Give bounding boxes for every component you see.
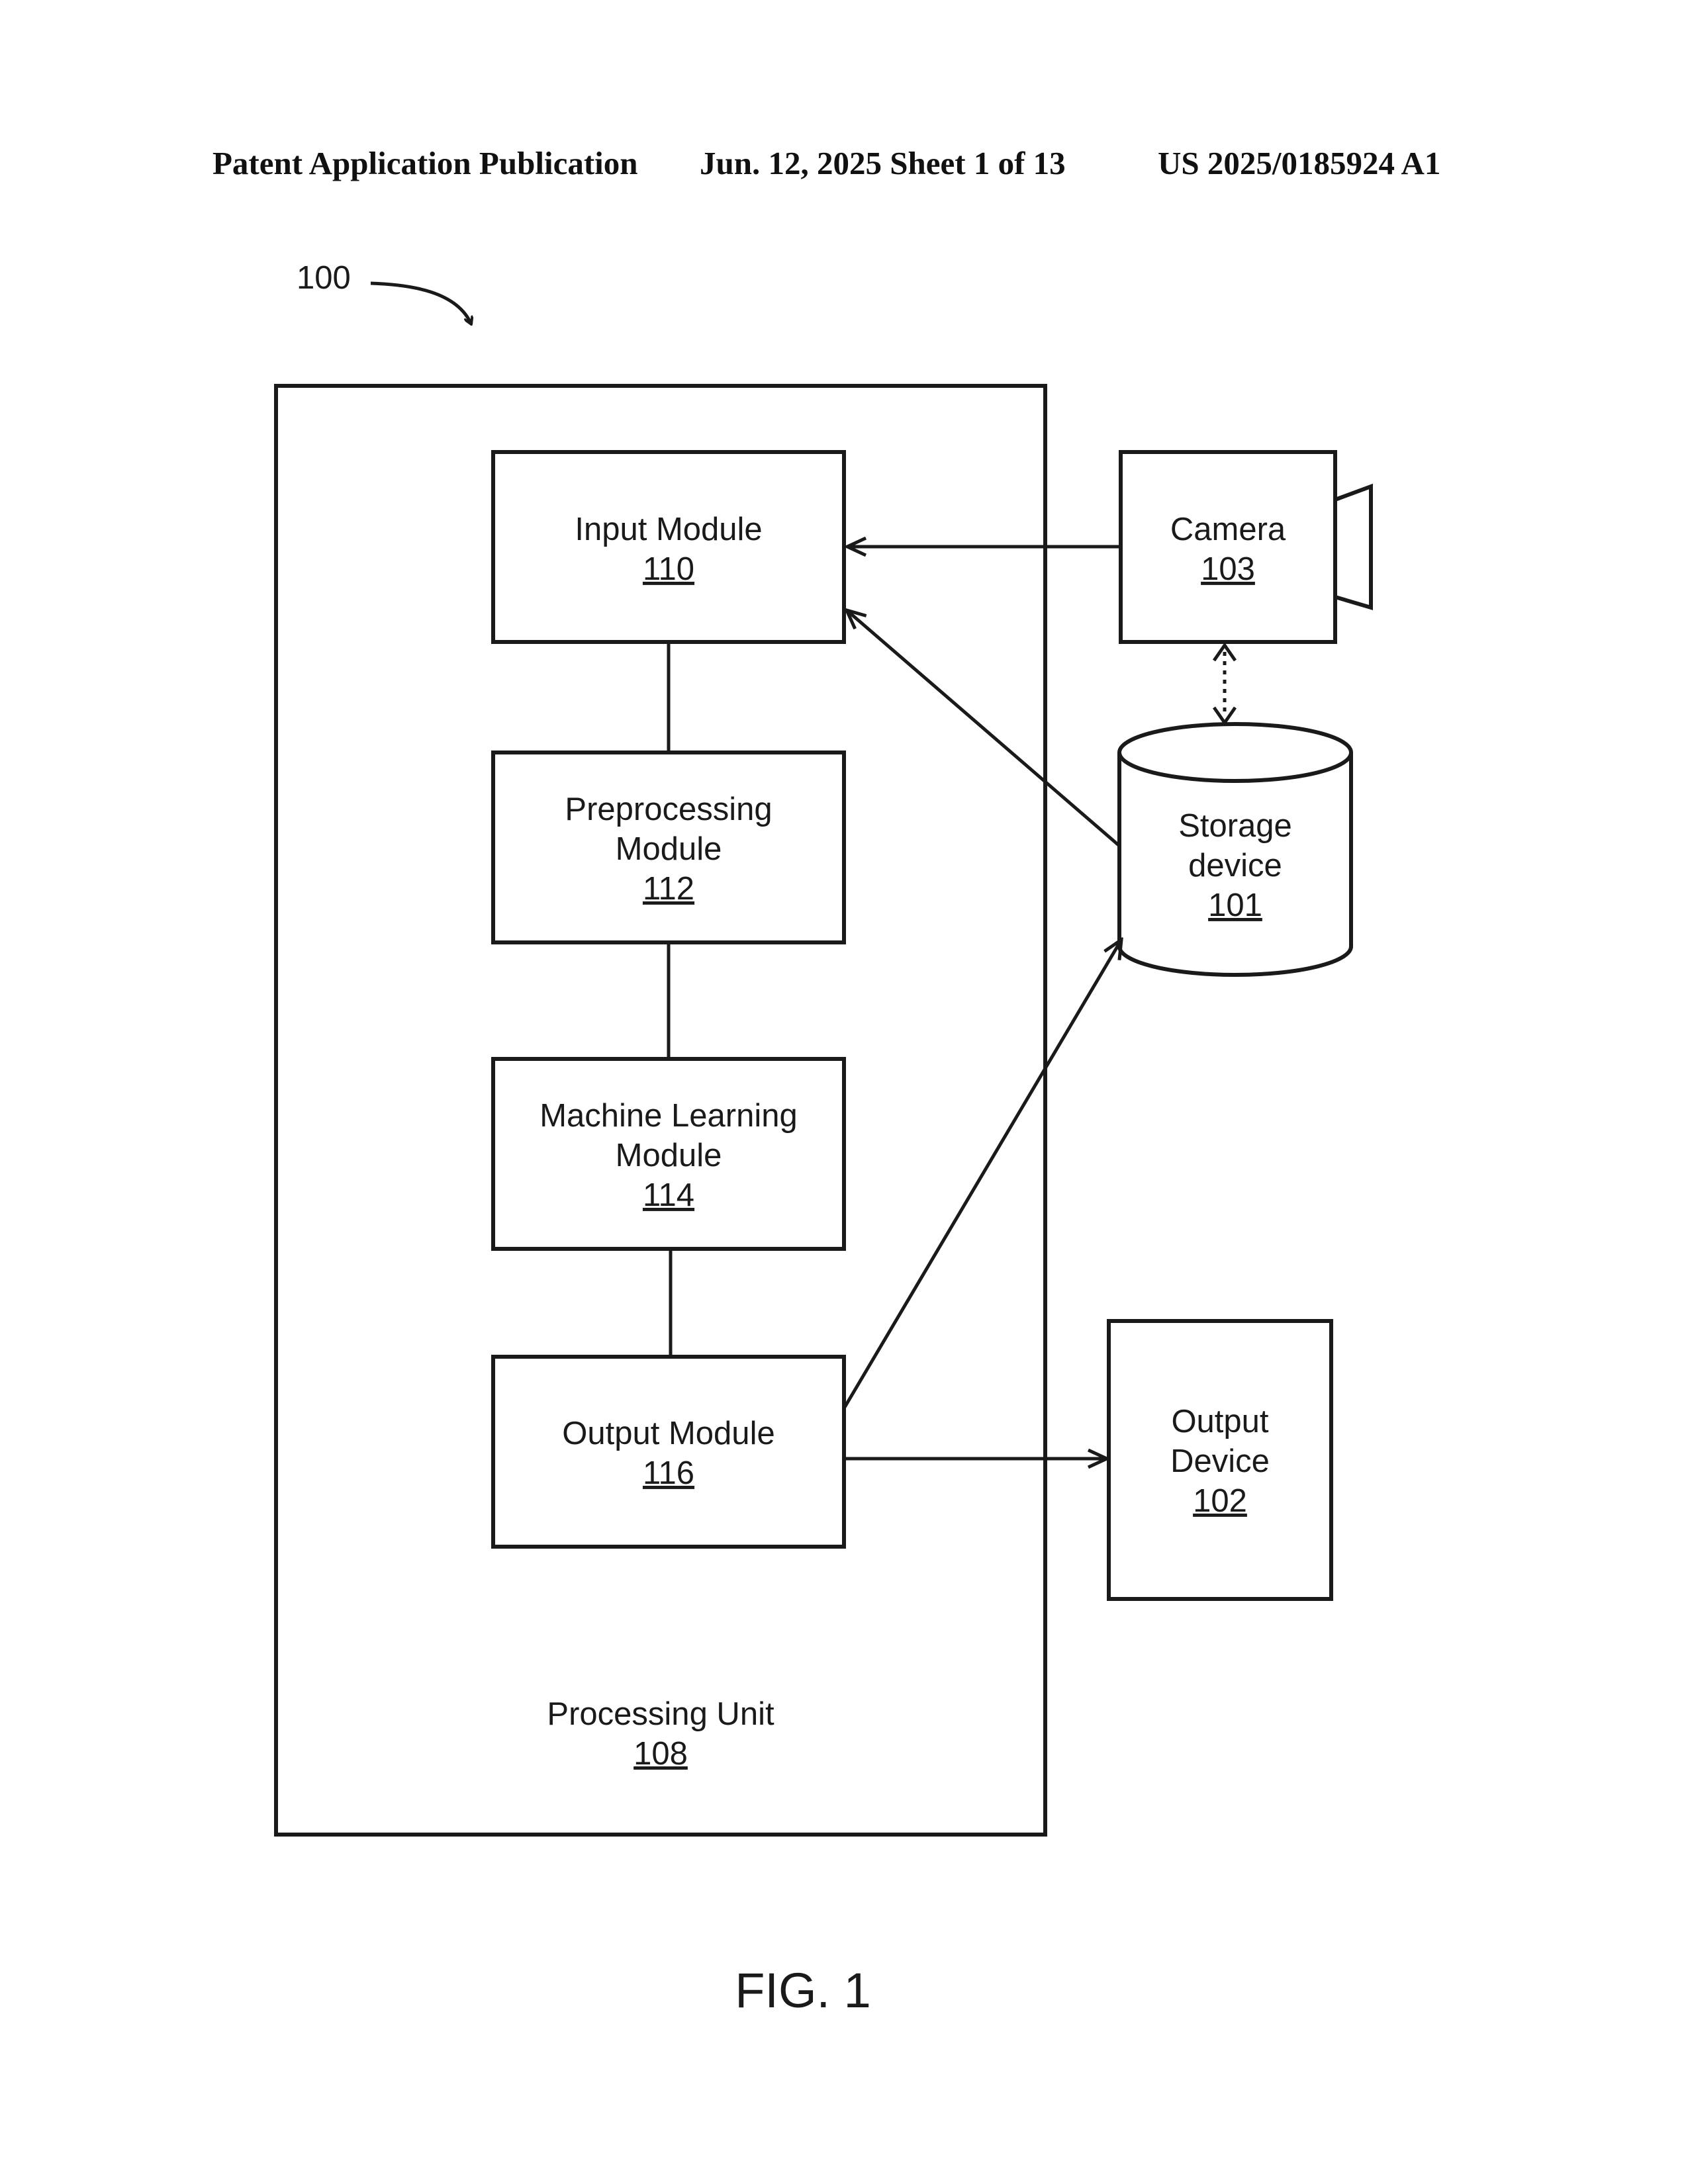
processing-unit-label: Processing Unit — [547, 1696, 774, 1732]
ml-module-number: 114 — [643, 1177, 694, 1213]
output-device-label: Output — [1171, 1404, 1268, 1439]
camera-number: 103 — [1201, 551, 1255, 587]
arrow-output-module-to-storage — [844, 940, 1121, 1408]
preprocessing-module-label-2: Module — [616, 831, 722, 867]
ml-module-label-2: Module — [616, 1138, 722, 1173]
preprocessing-module-number: 112 — [643, 871, 694, 907]
processing-unit-number: 108 — [633, 1736, 688, 1772]
output-module-box — [493, 1357, 844, 1547]
figure-ref-arrow — [371, 283, 471, 324]
preprocessing-module-label: Preprocessing — [565, 792, 772, 827]
storage-label-2: device — [1188, 848, 1282, 884]
output-module-number: 116 — [643, 1455, 694, 1491]
storage-number: 101 — [1208, 887, 1262, 923]
input-module-label: Input Module — [575, 512, 762, 547]
camera-label: Camera — [1170, 512, 1286, 547]
ml-module-label: Machine Learning — [539, 1098, 798, 1134]
figure-caption: FIG. 1 — [735, 1963, 871, 2018]
arrow-storage-to-input — [847, 610, 1119, 846]
figure-ref-label: 100 — [297, 260, 351, 296]
input-module-number: 110 — [643, 551, 694, 587]
camera-lens-icon — [1335, 486, 1371, 608]
storage-label: Storage — [1178, 808, 1292, 844]
output-device-label-2: Device — [1170, 1443, 1270, 1479]
output-device-number: 102 — [1193, 1483, 1247, 1519]
output-module-label: Output Module — [562, 1416, 774, 1451]
storage-cylinder-top — [1119, 724, 1351, 781]
